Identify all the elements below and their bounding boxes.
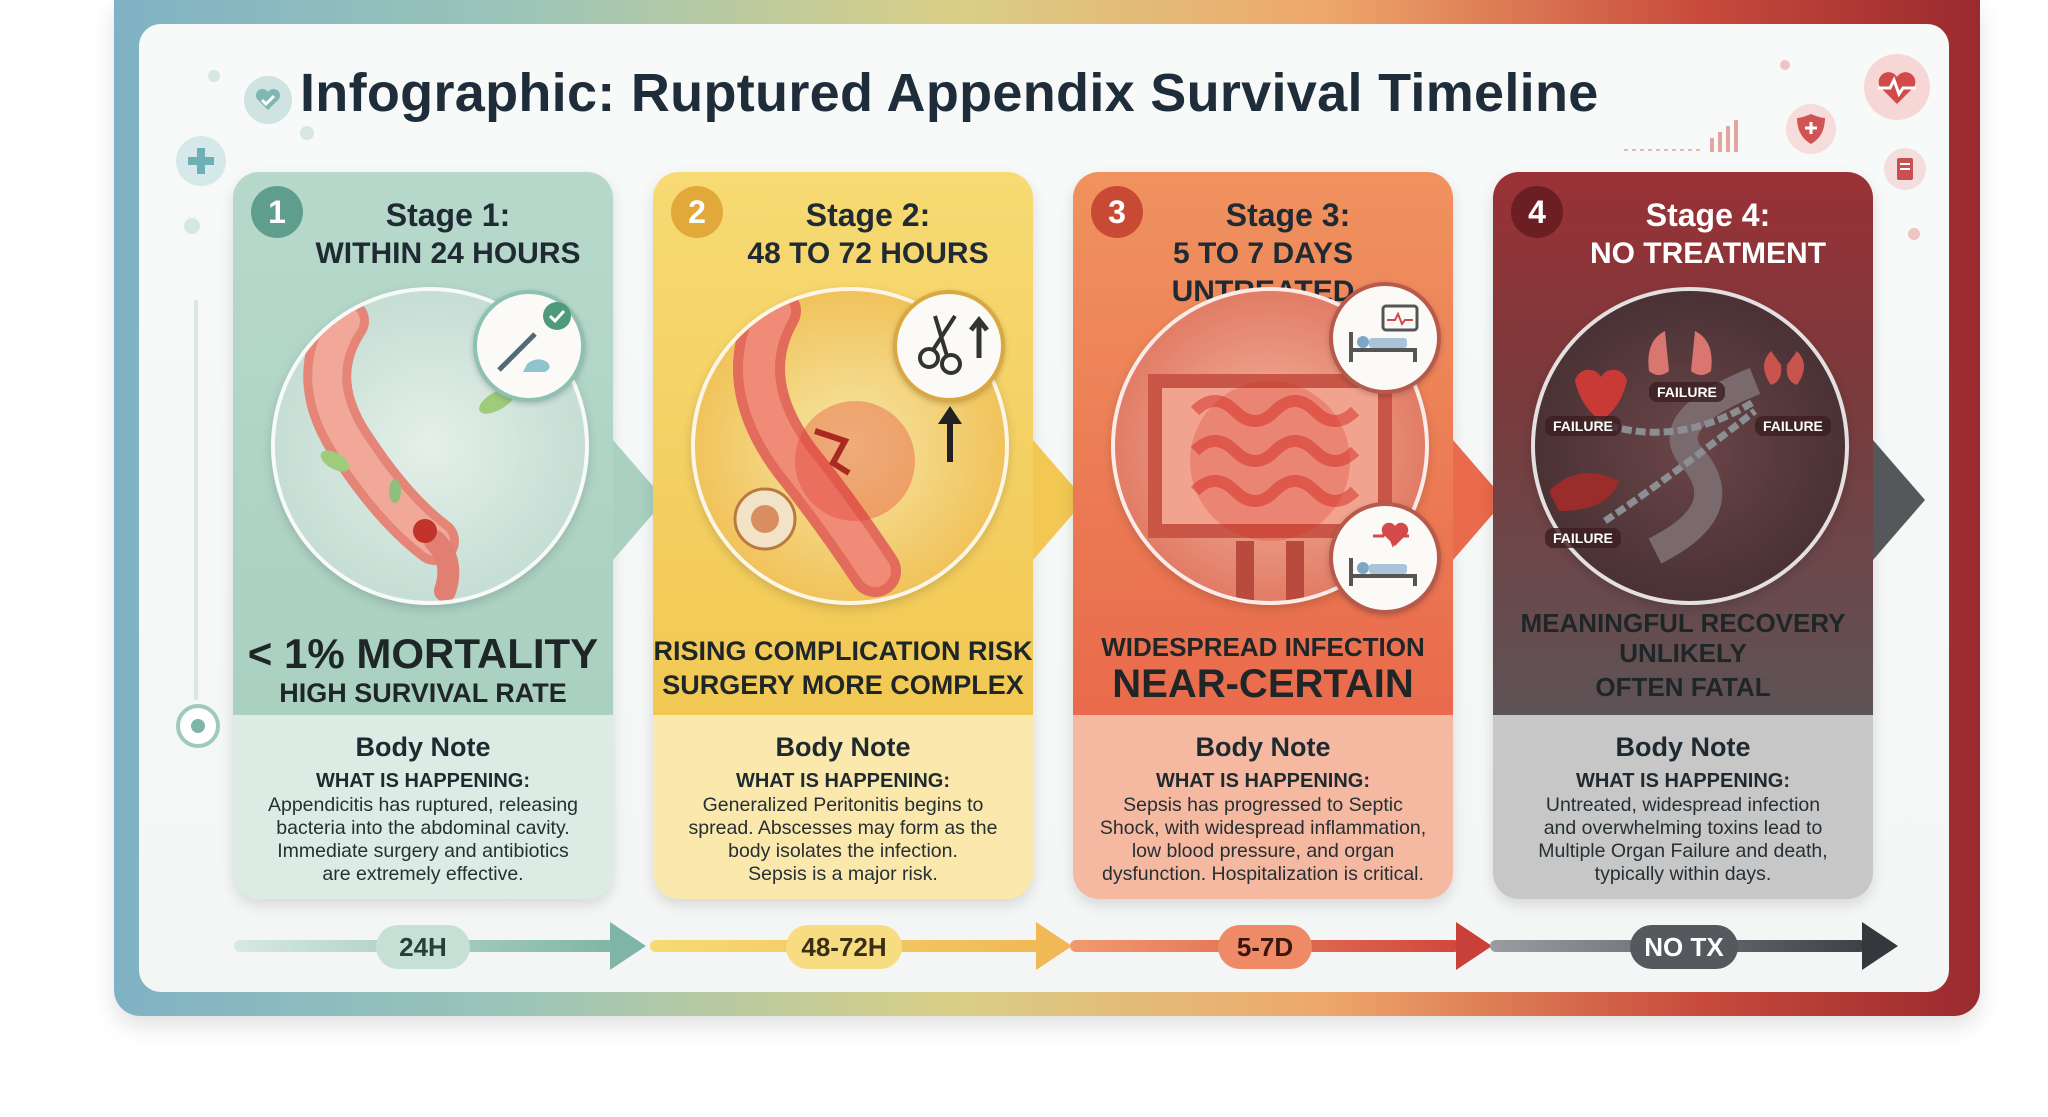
stage-title: Stage 2: xyxy=(805,197,931,233)
page-title: Infographic: Ruptured Appendix Survival … xyxy=(300,63,1599,123)
stage-card-bottom xyxy=(653,715,1033,899)
body-note-title: Body Note xyxy=(775,732,911,762)
body-note-title: Body Note xyxy=(1195,732,1331,762)
stage-card-bottom xyxy=(1073,715,1453,899)
stage-number-badge: 2 xyxy=(671,186,723,238)
progress-marker xyxy=(176,704,220,748)
stage-title: Stage 3: xyxy=(1225,197,1351,233)
decor-dot xyxy=(1780,60,1790,70)
body-note: Body Note WHAT IS HAPPENING: Appendiciti… xyxy=(233,730,613,886)
body-note-line: dysfunction. Hospitalization is critical… xyxy=(1102,863,1424,885)
body-note-line: body isolates the infection. xyxy=(728,840,958,862)
organ-failure-illustration xyxy=(1531,287,1849,605)
hospital-bed-monitor-icon xyxy=(1329,282,1441,394)
stage-headline-primary: NEAR-CERTAIN xyxy=(1112,662,1414,706)
stage-card-bottom xyxy=(1493,715,1873,899)
heart-rate-icon xyxy=(1864,54,1930,120)
organ-failure-label-lungs: FAILURE xyxy=(1649,382,1725,402)
stage-number-badge: 1 xyxy=(251,186,303,238)
organ-failure-label-liver: FAILURE xyxy=(1545,528,1621,548)
body-note-line: spread. Abscesses may form as the xyxy=(688,817,998,839)
decor-dot xyxy=(1908,228,1920,240)
body-note-label: WHAT IS HAPPENING: xyxy=(735,770,951,792)
body-note-line: Appendicitis has ruptured, releasing xyxy=(267,794,579,816)
body-note-line: low blood pressure, and organ xyxy=(1131,840,1395,862)
stage-card-bottom xyxy=(233,715,613,899)
decor-dot xyxy=(184,218,200,234)
body-note-label: WHAT IS HAPPENING: xyxy=(315,770,531,792)
timeline-label-1: 24H xyxy=(376,925,470,969)
scalpel-check-icon xyxy=(473,290,585,402)
timeline-arrowhead xyxy=(1456,922,1492,970)
stage-card-3: 3 Stage 3: 5 TO 7 DAYS UNTREATED WIDESPR… xyxy=(1073,172,1505,899)
stage-headline-secondary: HIGH SURVIVAL RATE xyxy=(279,678,567,708)
organ-failure-label-kidneys: FAILURE xyxy=(1755,416,1831,436)
stage-headline-primary: MEANINGFUL RECOVERY xyxy=(1520,608,1846,638)
bar-chart-icon xyxy=(1624,118,1748,154)
rising-arrow-icon xyxy=(935,404,965,464)
stage-arrow xyxy=(1873,440,1925,560)
appendix-rupture-illustration xyxy=(271,287,589,605)
clipboard-icon xyxy=(1884,148,1926,190)
plus-icon xyxy=(176,136,226,186)
stage-card-2: 2 Stage 2: 48 TO 72 HOURS RISING COMPLIC… xyxy=(653,172,1085,899)
organ-failure-label-heart: FAILURE xyxy=(1545,416,1621,436)
body-note-line: bacteria into the abdominal cavity. xyxy=(276,817,570,839)
stage-subtitle: 5 TO 7 DAYS UNTREATED xyxy=(1172,237,1355,308)
body-note-line: and overwhelming toxins lead to xyxy=(1543,817,1823,839)
stage-headline-primary: < 1% MORTALITY xyxy=(247,630,599,677)
stage-card-1: 1 Stage 1: WITHIN 24 HOURS < 1% MORTALIT… xyxy=(233,172,665,899)
stage-subtitle: NO TREATMENT xyxy=(1589,237,1827,270)
timeline-label-2: 48-72H xyxy=(786,925,902,969)
progress-rail xyxy=(194,300,198,700)
body-note-title: Body Note xyxy=(355,732,491,762)
body-note: Body Note WHAT IS HAPPENING: Generalized… xyxy=(653,730,1033,886)
decor-dot xyxy=(208,70,220,82)
body-note-title: Body Note xyxy=(1615,732,1751,762)
heart-check-icon xyxy=(244,76,292,124)
stage-subtitle: 48 TO 72 HOURS xyxy=(747,237,989,270)
stage-headline-secondary: UNLIKELY xyxy=(1619,638,1747,668)
stage-number-badge: 4 xyxy=(1511,186,1563,238)
body-note-line: Untreated, widespread infection xyxy=(1545,794,1821,816)
timeline-arrowhead xyxy=(1862,922,1898,970)
timeline-label-4: NO TX xyxy=(1630,925,1738,969)
body-note-label: WHAT IS HAPPENING: xyxy=(1155,770,1371,792)
body-note-line: Shock, with widespread inflammation, xyxy=(1099,817,1427,839)
body-note-line: Generalized Peritonitis begins to xyxy=(702,794,984,816)
medical-shield-icon xyxy=(1786,104,1836,154)
stage-headline-secondary: WIDESPREAD INFECTION xyxy=(1101,632,1425,662)
body-note-line: Sepsis is a major risk. xyxy=(748,863,938,885)
body-note: Body Note WHAT IS HAPPENING: Sepsis has … xyxy=(1073,730,1453,886)
hospital-bed-heartbeat-icon xyxy=(1329,502,1441,614)
stage-title: Stage 1: xyxy=(385,197,511,233)
body-note: Body Note WHAT IS HAPPENING: Untreated, … xyxy=(1493,730,1873,886)
abscess-illustration xyxy=(691,287,1009,605)
timeline-label-3: 5-7D xyxy=(1218,925,1312,969)
stage-headline-tertiary: OFTEN FATAL xyxy=(1595,672,1771,702)
stage-number-badge: 3 xyxy=(1091,186,1143,238)
timeline-arrowhead xyxy=(610,922,646,970)
timeline-arrowhead xyxy=(1036,922,1072,970)
stage-headline-primary: RISING COMPLICATION RISK xyxy=(653,636,1033,666)
body-note-line: are extremely effective. xyxy=(322,863,524,885)
stage-headline-secondary: SURGERY MORE COMPLEX xyxy=(662,670,1024,700)
stage-subtitle: WITHIN 24 HOURS xyxy=(315,237,581,270)
body-note-line: Multiple Organ Failure and death, xyxy=(1538,840,1828,862)
surgical-tools-icon xyxy=(893,290,1005,402)
stage-card-4: 4 Stage 4: NO TREATMENT FAILURE FAILURE … xyxy=(1493,172,1925,899)
stage-title: Stage 4: xyxy=(1645,197,1771,233)
body-note-line: Immediate surgery and antibiotics xyxy=(277,840,569,862)
body-note-label: WHAT IS HAPPENING: xyxy=(1575,770,1791,792)
decor-dot xyxy=(300,126,314,140)
body-note-line: typically within days. xyxy=(1594,863,1772,885)
body-note-line: Sepsis has progressed to Septic xyxy=(1123,794,1403,816)
